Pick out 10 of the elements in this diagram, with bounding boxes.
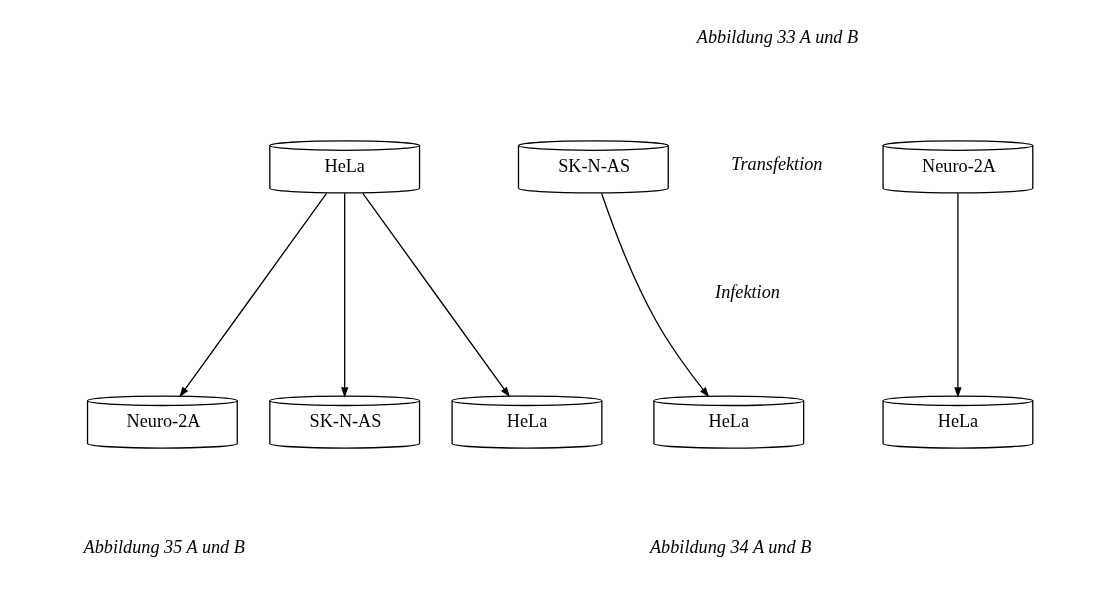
label: Abbildung 34 A und B xyxy=(650,537,812,558)
arrow xyxy=(341,192,349,398)
arrow xyxy=(362,192,511,398)
arrow xyxy=(954,192,962,398)
arrow xyxy=(179,192,328,398)
label: Transfektion xyxy=(731,154,823,175)
label: Abbildung 33 A und B xyxy=(696,26,859,47)
label: Infektion xyxy=(715,282,780,303)
arrow xyxy=(600,192,710,398)
label: Abbildung 35 A und B xyxy=(83,537,245,558)
